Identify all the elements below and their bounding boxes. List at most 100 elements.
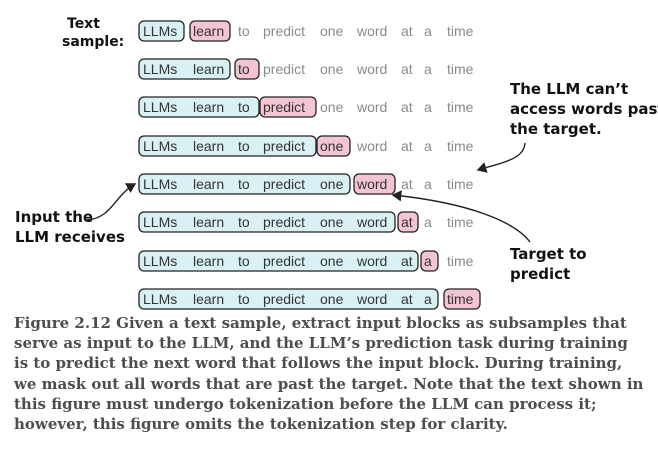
input-block	[138, 58, 231, 80]
token-word: learn	[193, 214, 224, 230]
token-word: predict	[263, 253, 305, 269]
input-block	[138, 135, 317, 157]
masked-words-arrow	[476, 142, 526, 173]
token-word: LLMs	[143, 291, 177, 307]
token-word: LLMs	[143, 176, 177, 192]
token-word: a	[424, 61, 432, 77]
input-block	[138, 288, 439, 310]
token-word: predict	[263, 23, 305, 39]
token-word: a	[424, 253, 432, 269]
token-word: word	[356, 23, 387, 39]
token-word: at	[401, 138, 413, 154]
target-block	[443, 288, 481, 310]
token-word: time	[447, 61, 474, 77]
input-block	[138, 96, 260, 118]
token-word: learn	[193, 61, 224, 77]
token-word: predict	[263, 214, 305, 230]
target-block	[259, 96, 317, 118]
token-word: one	[320, 99, 344, 115]
token-word: to	[238, 253, 250, 269]
figure-caption: Figure 2.12 Given a text sample, extract…	[14, 314, 644, 434]
token-word: one	[320, 253, 344, 269]
token-word: to	[238, 99, 250, 115]
input-block	[138, 250, 419, 272]
input-arrow	[86, 183, 137, 221]
token-word: LLMs	[143, 253, 177, 269]
token-word: at	[401, 291, 413, 307]
token-word: word	[356, 61, 387, 77]
token-word: a	[424, 176, 432, 192]
token-word: one	[320, 61, 344, 77]
token-word: predict	[263, 176, 305, 192]
token-word: predict	[263, 138, 305, 154]
input-block	[138, 20, 185, 42]
token-word: time	[447, 99, 474, 115]
target-block	[316, 135, 351, 157]
token-word: a	[424, 23, 432, 39]
token-word: learn	[193, 253, 224, 269]
token-word: time	[447, 176, 474, 192]
token-word: time	[447, 253, 474, 269]
target-block	[353, 173, 396, 195]
token-word: a	[424, 291, 432, 307]
token-word: to	[238, 138, 250, 154]
token-word: word	[356, 99, 387, 115]
token-word: LLMs	[143, 138, 177, 154]
token-word: at	[401, 176, 413, 192]
token-word: LLMs	[143, 214, 177, 230]
token-word: word	[356, 176, 387, 192]
token-word: word	[356, 291, 387, 307]
token-word: a	[424, 138, 432, 154]
token-word: to	[238, 176, 250, 192]
token-word: predict	[263, 291, 305, 307]
token-word: LLMs	[143, 61, 177, 77]
token-word: one	[320, 291, 344, 307]
token-word: learn	[193, 291, 224, 307]
token-word: word	[356, 214, 387, 230]
llm-cant-access-label: The LLM can’t access words past the targ…	[510, 80, 658, 138]
token-word: one	[320, 23, 344, 39]
token-word: LLMs	[143, 23, 177, 39]
target-arrow	[391, 190, 531, 243]
token-word: to	[238, 61, 250, 77]
target-block	[189, 20, 231, 42]
token-word: predict	[263, 61, 305, 77]
input-block	[138, 211, 396, 233]
token-word: to	[238, 291, 250, 307]
token-word: learn	[193, 23, 224, 39]
token-word: at	[401, 214, 413, 230]
input-llm-receives-label: Input the LLM receives	[15, 208, 125, 246]
sliding-window-diagram: Text sample: The LLM can’t access words …	[15, 16, 658, 310]
token-word: LLMs	[143, 99, 177, 115]
token-word: at	[401, 99, 413, 115]
token-word: word	[356, 253, 387, 269]
token-word: time	[447, 138, 474, 154]
token-word: predict	[263, 99, 305, 115]
token-word: time	[447, 291, 474, 307]
token-word: one	[320, 176, 344, 192]
token-word: at	[401, 253, 413, 269]
text-sample-label: Text sample:	[62, 16, 124, 50]
token-word: to	[238, 23, 250, 39]
token-word: one	[320, 138, 344, 154]
token-word: time	[447, 23, 474, 39]
token-word: at	[401, 23, 413, 39]
input-block	[138, 173, 351, 195]
token-word: time	[447, 214, 474, 230]
token-word: word	[356, 138, 387, 154]
token-word: learn	[193, 176, 224, 192]
token-word: learn	[193, 99, 224, 115]
target-block	[397, 211, 419, 233]
token-word: one	[320, 214, 344, 230]
target-block	[420, 250, 439, 272]
token-word: a	[424, 214, 432, 230]
target-to-predict-label: Target to predict	[510, 245, 592, 283]
